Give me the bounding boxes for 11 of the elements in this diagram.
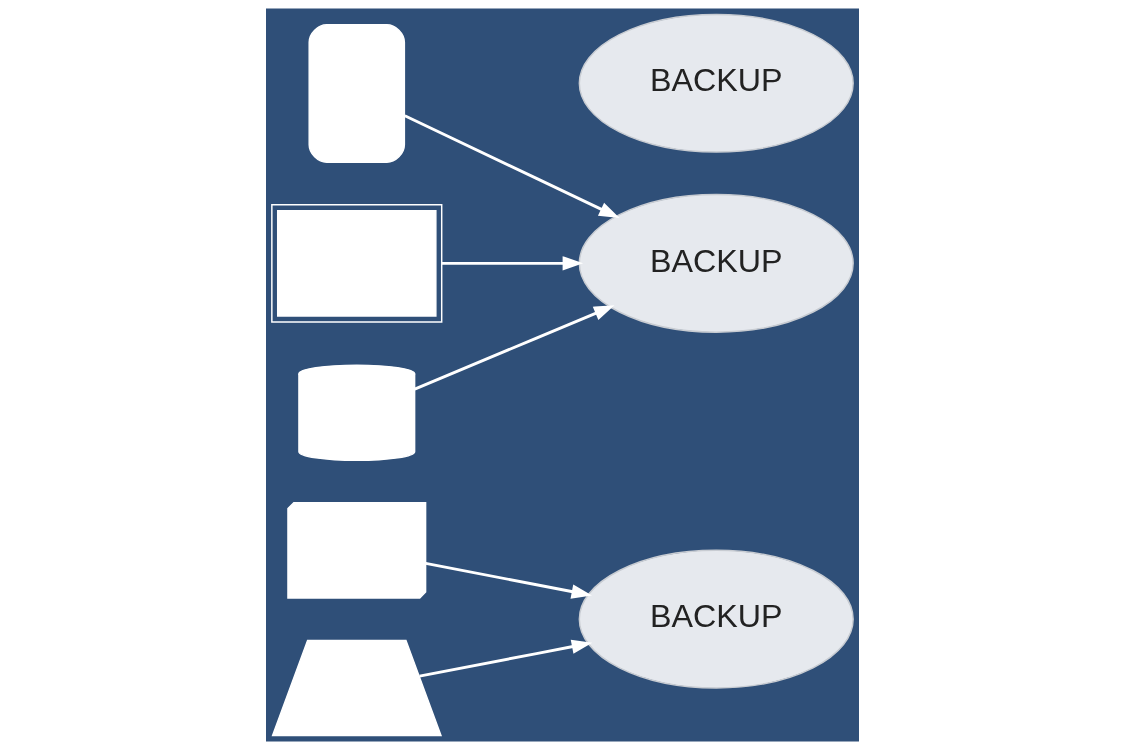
node-laptop (271, 639, 442, 737)
arrow (425, 561, 593, 599)
arrow (414, 305, 615, 391)
arrow (441, 256, 584, 271)
arrow (404, 114, 620, 218)
node-ellipse: BACKUP (578, 193, 854, 333)
node-tablet (308, 23, 406, 164)
node-ellipse: BACKUP (578, 549, 854, 689)
node-monitor (271, 204, 443, 323)
arrow (419, 639, 593, 678)
node-ellipse: BACKUP (578, 13, 854, 153)
